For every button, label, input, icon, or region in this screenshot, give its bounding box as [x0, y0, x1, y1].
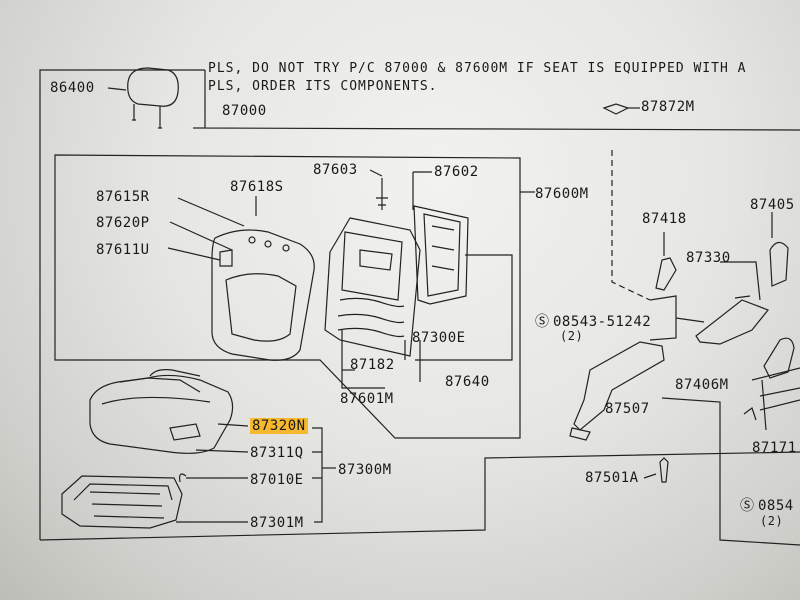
- part-87300M: 87300M: [338, 462, 392, 478]
- part-87311Q: 87311Q: [250, 445, 304, 461]
- part-87640: 87640: [445, 374, 490, 390]
- part-87418: 87418: [642, 211, 687, 227]
- headrest-drawing: [127, 67, 179, 129]
- part-87330: 87330: [686, 250, 731, 266]
- quantity-0854: (2): [760, 514, 784, 528]
- part-87603: 87603: [313, 162, 358, 178]
- part-87618S: 87618S: [230, 179, 284, 195]
- part-87300E: 87300E: [412, 330, 466, 346]
- part-87171: 87171: [752, 440, 797, 456]
- part-87507: 87507: [605, 401, 650, 417]
- seatback-cushion-drawing: [211, 229, 315, 361]
- part-87182: 87182: [350, 357, 395, 373]
- seat-cushion-drawing: [89, 369, 234, 454]
- seatback-frame: [54, 154, 521, 439]
- note-line-2: PLS, ORDER ITS COMPONENTS.: [208, 79, 438, 94]
- seatback-frame-part: [324, 217, 421, 357]
- outer-frame-bottom: [39, 451, 800, 541]
- part-87405: 87405: [750, 197, 795, 213]
- part-87872M: 87872M: [641, 99, 695, 115]
- part-87320N-highlighted: 87320N: [250, 418, 308, 434]
- screw-circle-s-icon-2: Ⓢ: [740, 498, 755, 514]
- highlight-marker: 87320N: [250, 418, 308, 434]
- part-87602: 87602: [434, 164, 479, 180]
- part-87010E: 87010E: [250, 472, 304, 488]
- part-87406M: 87406M: [675, 377, 729, 393]
- seat-pan-drawing: [61, 475, 183, 529]
- part-87600M: 87600M: [535, 186, 589, 202]
- part-87601M: 87601M: [340, 391, 394, 407]
- part-87000: 87000: [222, 103, 267, 119]
- note-line-1: PLS, DO NOT TRY P/C 87000 & 87600M IF SE…: [208, 61, 747, 76]
- screw-circle-s-icon: Ⓢ: [535, 314, 550, 330]
- part-87501A: 87501A: [585, 470, 639, 486]
- quantity-08543: (2): [560, 329, 584, 343]
- seatback-board-part: [413, 205, 469, 305]
- part-87620P: 87620P: [96, 215, 150, 231]
- part-87301M: 87301M: [250, 515, 304, 531]
- part-0854: 0854: [758, 498, 794, 514]
- part-87615R: 87615R: [96, 189, 150, 205]
- right-mechanism-drawing: [569, 103, 800, 483]
- part-08543-51242: 08543-51242: [553, 314, 652, 330]
- part-86400: 86400: [50, 80, 95, 96]
- part-87611U: 87611U: [96, 242, 150, 258]
- outer-frame-line: [39, 69, 205, 540]
